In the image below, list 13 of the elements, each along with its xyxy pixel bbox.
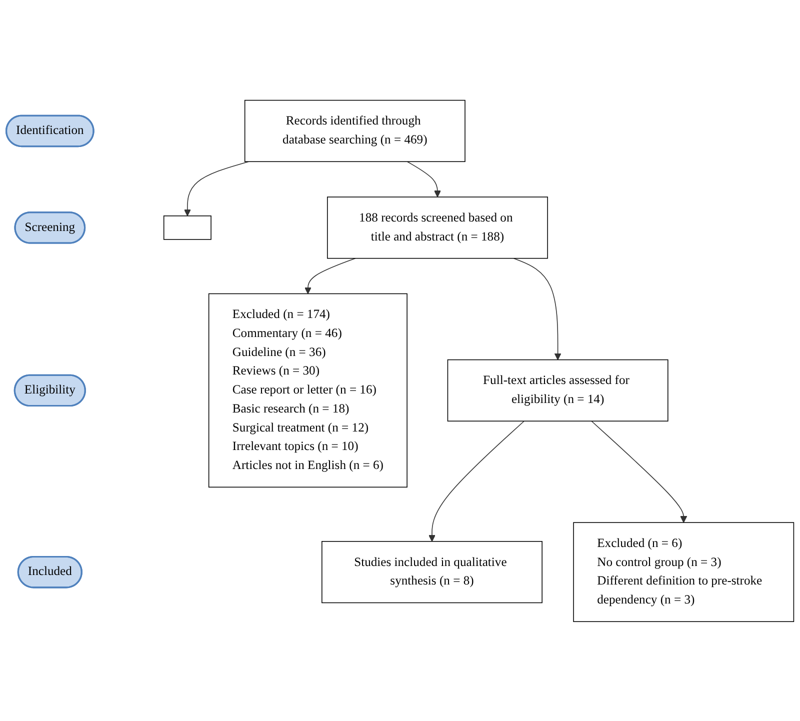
arrow [513,258,562,360]
arrow [184,160,250,216]
arrow [304,258,356,294]
arrow [428,420,524,542]
node-box: Studies included in qualitative synthesis (n = 8) [322,540,542,603]
node-box [163,215,212,240]
node-box: Records identified through database searching (n = 469) [244,99,466,162]
arrow [591,420,688,522]
arrow [406,160,441,197]
node-box: 188 records screened based on title and abstract (n = 188) [327,196,548,258]
node-box: Full-text articles assessed for eligibility (n = 14) [447,358,668,422]
node-box: Excluded (n = 174) Commentary (n = 46) Guideline (n = 36) Reviews (n = 30) Case report or letter (n = 16) Basic research (n = 18) Surgical treatment (n = 12) Irrelevant topics (n = 10) Articles not in English (n = 6) [208,292,408,488]
node-box: Excluded (n = 6) No control group (n = 3) Different definition to pre-stroke dependency (n = 3) [573,522,794,622]
